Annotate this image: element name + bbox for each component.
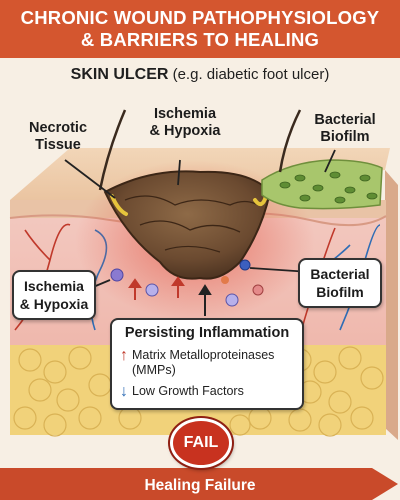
biofilm-patch [261,159,383,210]
mmp-text: Matrix Metalloproteinases (MMPs) [132,348,274,378]
wound-crater [103,170,272,280]
inflammation-arrows [128,276,185,300]
label-necrotic-line2: Tissue [35,137,81,153]
mmp-row: ↑ Matrix Metalloproteinases (MMPs) [120,348,274,378]
callout-bacterial-line2: Biofilm [316,284,364,300]
subtitle-bold: SKIN ULCER [70,66,169,83]
fail-badge: FAIL [170,418,232,468]
callout-bacterial-line1: Bacterial [310,266,370,282]
label-bacterial-top: Bacterial Biofilm [290,112,400,146]
block-right-face [385,170,398,440]
subtitle-rest: (e.g. diabetic foot ulcer) [172,66,330,83]
title-line-2: & BARRIERS TO HEALING [80,29,320,50]
mmp-line1: Matrix Metalloproteinases [132,348,275,362]
pointer-arrows [198,284,212,316]
callout-bacterial-right: Bacterial Biofilm [298,258,382,308]
callout-ischemia-left: Ischemia & Hypoxia [12,270,96,320]
label-necrotic-line1: Necrotic [28,120,88,136]
arrow-up-icon: ↑ [120,347,128,364]
title-banner: CHRONIC WOUND PATHOPHYSIOLOGY & BARRIERS… [0,0,400,58]
title-line-1: CHRONIC WOUND PATHOPHYSIOLOGY [20,7,380,28]
hair-left [98,109,127,191]
mmp-line2: (MMPs) [132,363,176,377]
label-bacterial-top-line2: Biofilm [320,129,370,145]
label-bacterial-top-line1: Bacterial [314,112,376,128]
callout-ischemia-line1: Ischemia [24,278,84,294]
arrow-down-icon: ↓ [120,383,128,400]
footer-text: Healing Failure [144,477,256,494]
label-ischemia-top: Ischemia & Hypoxia [130,106,240,140]
footer-arrow [0,468,398,500]
inflammation-title: Persisting Inflammation [124,325,290,341]
inflammation-box: Persisting Inflammation ↑ Matrix Metallo… [110,318,304,410]
immune-cells [110,259,264,307]
bacteria-cells [279,171,378,204]
subtitle: SKIN ULCER (e.g. diabetic foot ulcer) [0,66,400,84]
growth-text: Low Growth Factors [132,384,244,398]
callout-ischemia-line2: & Hypoxia [19,296,89,312]
label-ischemia-top-line1: Ischemia [153,106,217,122]
hair-right [278,109,302,173]
label-ischemia-top-line2: & Hypoxia [149,123,221,139]
growth-factor-row: ↓ Low Growth Factors [120,383,244,400]
label-necrotic-tissue: Necrotic Tissue [8,120,108,154]
